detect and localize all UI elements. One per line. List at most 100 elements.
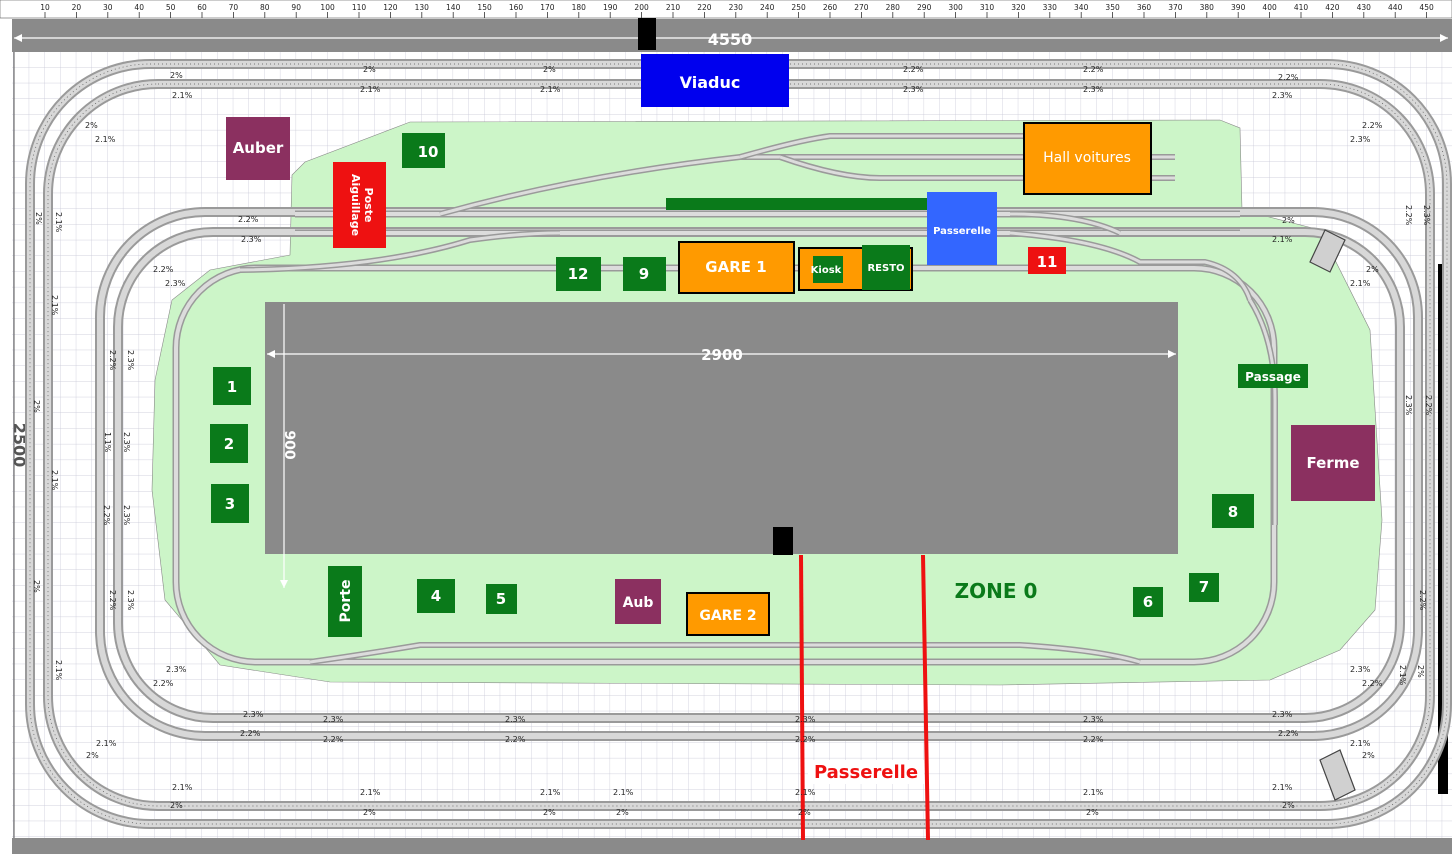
ruler-tick-label: 230: [729, 3, 744, 12]
svg-text:2.3%: 2.3%: [1272, 91, 1293, 100]
svg-text:2.3%: 2.3%: [243, 710, 264, 719]
svg-text:2.3%: 2.3%: [1350, 135, 1371, 144]
svg-text:2.3%: 2.3%: [126, 590, 135, 611]
svg-text:2.1%: 2.1%: [1083, 788, 1104, 797]
structure-poste-aiguillage: Poste Aiguillage: [333, 162, 386, 248]
svg-text:2.2%: 2.2%: [238, 215, 259, 224]
ruler-tick-label: 80: [260, 3, 270, 12]
svg-text:Viaduc: Viaduc: [680, 73, 741, 92]
svg-text:2.2%: 2.2%: [1404, 205, 1413, 226]
ruler-tick-label: 330: [1043, 3, 1058, 12]
svg-text:2.3%: 2.3%: [505, 715, 526, 724]
svg-text:2%: 2%: [170, 801, 183, 810]
svg-text:2.3%: 2.3%: [1422, 205, 1431, 226]
ruler-tick-label: 400: [1262, 3, 1277, 12]
ruler-tick-label: 250: [791, 3, 806, 12]
svg-text:2.1%: 2.1%: [1350, 279, 1371, 288]
passerelle-line-left: [799, 554, 805, 841]
ruler-tick-label: 300: [948, 3, 963, 12]
svg-text:2%: 2%: [85, 121, 98, 130]
numbered-block-11: 11: [1028, 247, 1066, 274]
numbered-block-7: 7: [1189, 573, 1219, 602]
ruler-tick-label: 440: [1388, 3, 1403, 12]
svg-text:2%: 2%: [798, 808, 811, 817]
top-marker: [638, 18, 656, 50]
svg-text:2.3%: 2.3%: [1404, 395, 1413, 416]
ruler-tick-label: 120: [383, 3, 398, 12]
svg-text:2.2%: 2.2%: [903, 65, 924, 74]
svg-text:2%: 2%: [543, 808, 556, 817]
svg-text:12: 12: [568, 265, 589, 283]
svg-text:GARE 1: GARE 1: [705, 258, 766, 276]
structure-gare-1: GARE 1: [678, 241, 795, 294]
svg-text:2.2%: 2.2%: [153, 679, 174, 688]
passerelle-line-right: [921, 554, 930, 841]
svg-text:2%: 2%: [543, 65, 556, 74]
svg-text:2.1%: 2.1%: [360, 85, 381, 94]
svg-text:2.3%: 2.3%: [165, 279, 186, 288]
ruler-tick-label: 50: [166, 3, 176, 12]
ruler-tick-label: 370: [1168, 3, 1183, 12]
height-dimension: 2500: [10, 423, 29, 468]
svg-text:2.2%: 2.2%: [505, 735, 526, 744]
structure-gare-2: GARE 2: [686, 592, 770, 636]
ruler-tick-label: 60: [197, 3, 207, 12]
numbered-block-3: 3: [211, 484, 249, 523]
ruler-tick-label: 20: [72, 3, 82, 12]
ruler-tick-label: 180: [572, 3, 587, 12]
numbered-block-5: 5: [486, 584, 517, 614]
svg-text:2.1%: 2.1%: [50, 295, 59, 316]
svg-text:Kiosk: Kiosk: [811, 265, 842, 276]
svg-text:2.1%: 2.1%: [613, 788, 634, 797]
svg-text:2%: 2%: [1366, 265, 1379, 274]
ruler-tick-label: 150: [477, 3, 492, 12]
svg-text:8: 8: [1228, 503, 1238, 521]
svg-text:2.1%: 2.1%: [540, 788, 561, 797]
numbered-block-6: 6: [1133, 587, 1163, 617]
svg-text:5: 5: [496, 590, 506, 608]
structure-viaduc: Viaduc: [641, 54, 789, 107]
svg-text:2.2%: 2.2%: [323, 735, 344, 744]
svg-text:2.1%: 2.1%: [360, 788, 381, 797]
inner-height-dimension: 900: [281, 430, 297, 459]
svg-text:2%: 2%: [86, 751, 99, 760]
numbered-block-12: 12: [556, 257, 601, 291]
structure-passerelle-top: Passerelle: [927, 192, 997, 265]
ruler-tick-label: 100: [320, 3, 335, 12]
svg-text:2.1%: 2.1%: [1272, 783, 1293, 792]
svg-text:Ferme: Ferme: [1306, 454, 1359, 472]
ruler-tick-label: 390: [1231, 3, 1246, 12]
svg-text:2.3%: 2.3%: [1272, 710, 1293, 719]
svg-text:2%: 2%: [616, 808, 629, 817]
structure-resto: RESTO: [862, 245, 910, 290]
svg-text:2.2%: 2.2%: [1424, 395, 1433, 416]
svg-text:2.2%: 2.2%: [1362, 121, 1383, 130]
svg-text:2%: 2%: [1282, 801, 1295, 810]
svg-text:2.1%: 2.1%: [54, 660, 63, 681]
svg-text:9: 9: [639, 265, 649, 283]
central-platform: [265, 302, 1178, 554]
svg-text:7: 7: [1199, 578, 1209, 596]
numbered-block-4: 4: [417, 579, 455, 613]
ruler-tick-label: 90: [291, 3, 301, 12]
svg-text:2.3%: 2.3%: [903, 85, 924, 94]
ruler-tick-label: 140: [446, 3, 461, 12]
svg-text:2.1%: 2.1%: [54, 212, 63, 233]
bridge-markers: [1309, 229, 1356, 801]
ruler-tick-label: 420: [1325, 3, 1340, 12]
structure-passage: Passage: [1238, 364, 1308, 388]
svg-text:11: 11: [1037, 253, 1058, 271]
svg-text:2.1%: 2.1%: [1398, 665, 1407, 686]
svg-text:2%: 2%: [1282, 216, 1295, 225]
ruler-tick-label: 170: [540, 3, 555, 12]
svg-text:2.1%: 2.1%: [540, 85, 561, 94]
svg-text:Aiguillage: Aiguillage: [349, 174, 362, 236]
svg-text:Porte: Porte: [338, 580, 354, 623]
ruler-tick-label: 240: [760, 3, 775, 12]
svg-text:3: 3: [225, 495, 235, 513]
svg-text:2.1%: 2.1%: [1272, 235, 1293, 244]
svg-text:Aub: Aub: [623, 595, 654, 611]
svg-text:GARE 2: GARE 2: [699, 608, 756, 624]
svg-text:2.1%: 2.1%: [1350, 739, 1371, 748]
